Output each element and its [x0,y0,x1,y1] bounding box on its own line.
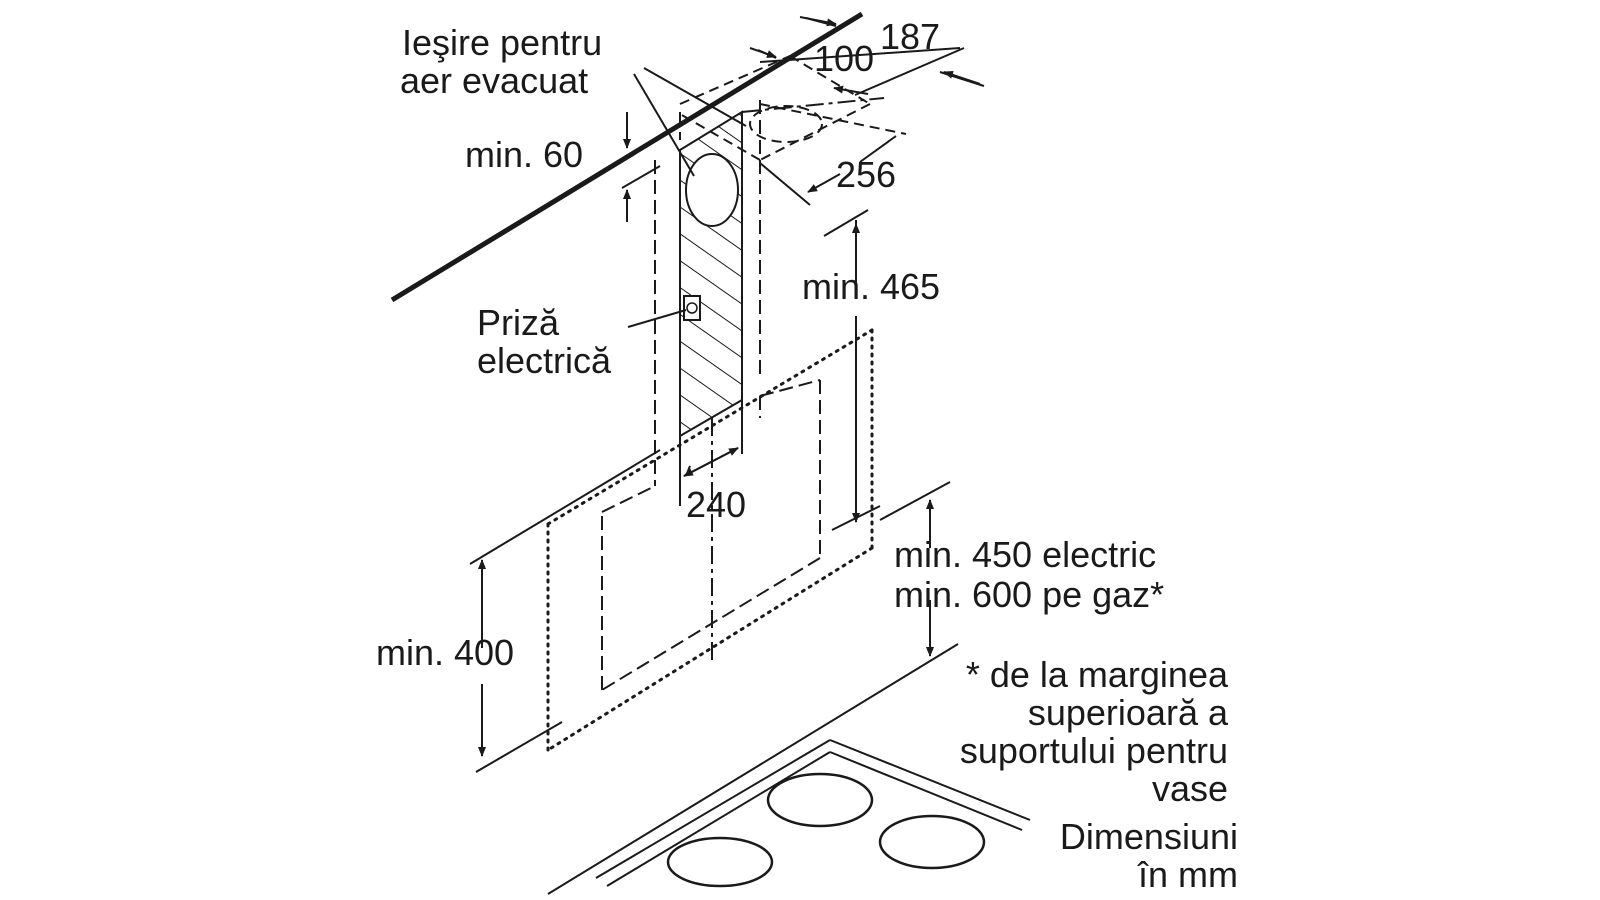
units-note-line1: Dimensiuni [1059,816,1238,857]
min-400-label: min. 400 [376,632,515,673]
footnote-line1: * de la marginea [965,654,1228,695]
min-60-arrows [621,112,661,222]
footnote-line4: vase [1151,768,1228,809]
min-465-label: min. 465 [802,266,941,307]
dim-400 [469,449,661,757]
min-60-label: min. 60 [465,134,584,175]
cooktop-plane-lines [475,643,1031,895]
cooktop-burners [666,772,986,888]
footnote-line2: superioară a [1027,692,1228,733]
exhaust-outlet-label-line2: aer evacuat [400,60,589,101]
dimension-100: 100 [814,38,875,79]
min-600-gas-label: min. 600 pe gaz* [894,574,1165,615]
dim-465 [823,209,881,531]
dim-450-600 [879,481,951,657]
exhaust-outlet-circle [685,153,739,227]
units-note-line2: în mm [1137,854,1238,895]
leader-lines [627,67,747,328]
ceiling-line [390,11,864,303]
min-450-electric-label: min. 450 electric [894,534,1157,575]
dimension-256: 256 [836,154,897,195]
hood-outline-dotted [546,328,874,752]
electric-socket [683,295,701,321]
dimension-187: 187 [880,16,941,57]
socket-label-line2: electrică [477,340,612,381]
exhaust-outlet-label-line1: Ieşire pentru [402,22,603,63]
footnote-line3: suportului pentru [959,730,1228,771]
socket-label-line1: Priză [477,302,560,343]
dimension-240: 240 [686,484,747,525]
duct-outline-top [679,55,907,161]
top-dimension-arrows [749,16,981,95]
